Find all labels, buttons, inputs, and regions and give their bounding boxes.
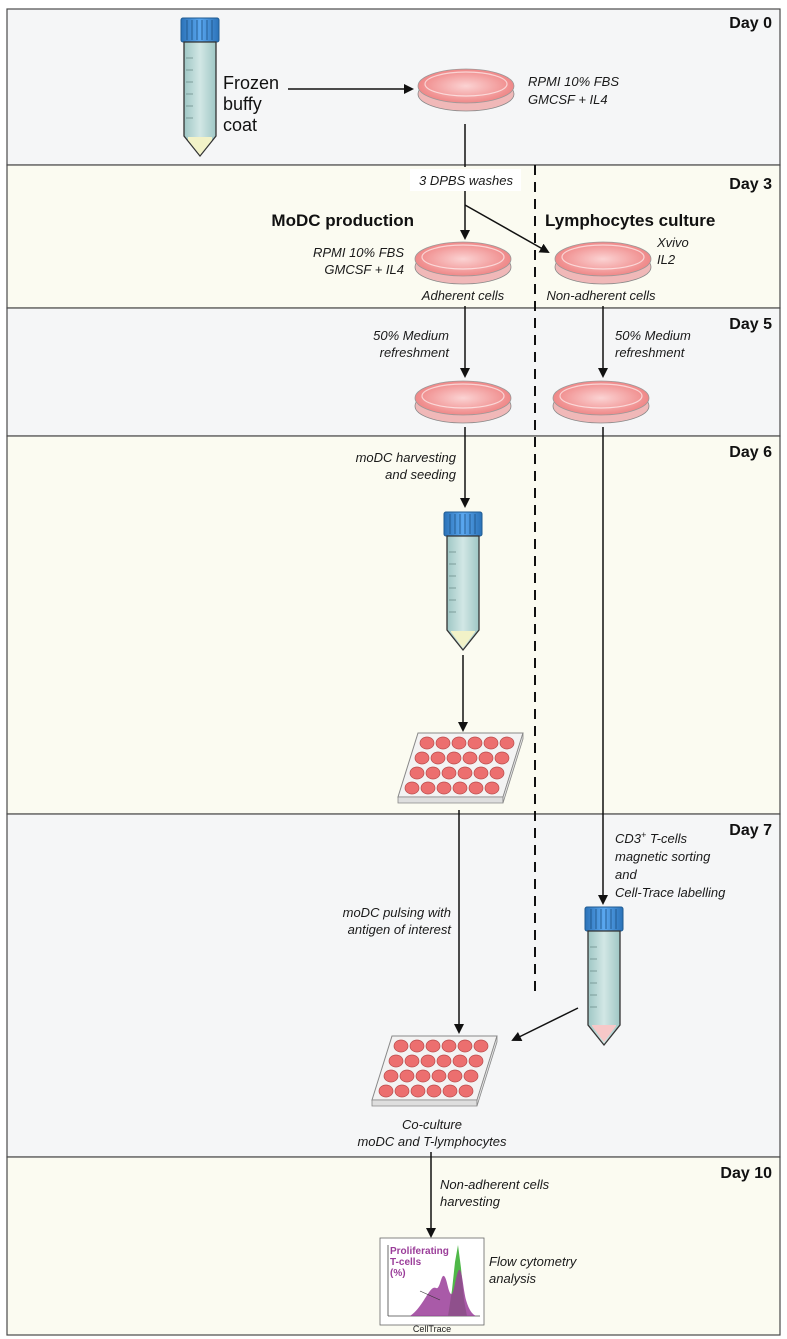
day3-left-medium-1: RPMI 10% FBS bbox=[313, 245, 404, 260]
sort-step-1: CD3+ T-cells bbox=[615, 830, 687, 846]
buffy-coat-label-1: Frozen bbox=[223, 73, 279, 93]
band-day0 bbox=[6, 8, 781, 166]
day0-medium-2: GMCSF + IL4 bbox=[528, 92, 608, 107]
seeding-plate-icon bbox=[397, 732, 524, 804]
day-label-7: Day 7 bbox=[729, 822, 772, 839]
coculture-caption-2: moDC and T-lymphocytes bbox=[357, 1134, 507, 1149]
day5-left-step-2: refreshment bbox=[380, 345, 451, 360]
lymph-dish-day5-icon bbox=[552, 380, 650, 424]
adherent-cells-caption: Adherent cells bbox=[421, 288, 505, 303]
day5-right-step-1: 50% Medium bbox=[615, 328, 691, 343]
sort-step-2: magnetic sorting bbox=[615, 849, 711, 864]
wash-label: 3 DPBS washes bbox=[419, 173, 513, 188]
band-day3 bbox=[6, 164, 781, 309]
day3-right-medium-1: Xvivo bbox=[656, 235, 689, 250]
lymph-dish-icon bbox=[554, 241, 652, 285]
harvest-tube-icon bbox=[443, 511, 483, 651]
non-adherent-cells-caption: Non-adherent cells bbox=[546, 288, 656, 303]
sorted-tcell-tube-icon bbox=[584, 906, 624, 1046]
day3-left-medium-2: GMCSF + IL4 bbox=[324, 262, 404, 277]
band-day6 bbox=[6, 435, 781, 815]
pulse-step-1: moDC pulsing with bbox=[343, 905, 451, 920]
buffy-coat-tube-icon bbox=[180, 17, 220, 157]
day3-right-medium-2: IL2 bbox=[657, 252, 676, 267]
lymphocytes-culture-title: Lymphocytes culture bbox=[545, 211, 715, 230]
day5-left-step-1: 50% Medium bbox=[373, 328, 449, 343]
day6-step-1: moDC harvesting bbox=[356, 450, 457, 465]
analysis-caption-1: Flow cytometry bbox=[489, 1254, 578, 1269]
sort-step-4: Cell-Trace labelling bbox=[615, 885, 726, 900]
coculture-caption-1: Co-culture bbox=[402, 1117, 462, 1132]
histogram-label-1: Proliferating bbox=[390, 1246, 449, 1257]
harvest-step-1: Non-adherent cells bbox=[440, 1177, 550, 1192]
analysis-caption-2: analysis bbox=[489, 1271, 536, 1286]
day-label-5: Day 5 bbox=[729, 316, 772, 333]
petri-dish-icon bbox=[417, 68, 515, 112]
coculture-plate-icon bbox=[371, 1035, 498, 1107]
modc-production-title: MoDC production bbox=[271, 211, 414, 230]
modc-dish-icon bbox=[414, 241, 512, 285]
modc-dish-day5-icon bbox=[414, 380, 512, 424]
histogram-label-2: T-cells bbox=[390, 1257, 422, 1268]
histogram-purple-area bbox=[410, 1269, 476, 1316]
day5-right-step-2: refreshment bbox=[615, 345, 686, 360]
band-day7 bbox=[6, 813, 781, 1158]
day-label-10: Day 10 bbox=[720, 1165, 772, 1182]
day-label-3: Day 3 bbox=[729, 176, 772, 193]
arrow-to-lymph-dish bbox=[464, 204, 550, 253]
buffy-coat-label-3: coat bbox=[223, 115, 257, 135]
harvest-step-2: harvesting bbox=[440, 1194, 501, 1209]
arrow-tcells-to-coculture bbox=[511, 1007, 579, 1041]
sorted-tcell-fill bbox=[592, 1025, 616, 1042]
buffy-coat-fill bbox=[188, 137, 212, 155]
day-label-6: Day 6 bbox=[729, 444, 772, 461]
sort-step-3: and bbox=[615, 867, 637, 882]
wash-label-box bbox=[410, 169, 521, 191]
day6-step-2: and seeding bbox=[385, 467, 457, 482]
harvest-tube-fill bbox=[451, 631, 475, 648]
band-day5 bbox=[6, 307, 781, 437]
histogram-axis-label: CellTrace bbox=[413, 1324, 451, 1334]
flow-histogram: Proliferating T-cells (%) CellTrace bbox=[379, 1237, 485, 1334]
day0-medium-1: RPMI 10% FBS bbox=[528, 74, 619, 89]
day-label-0: Day 0 bbox=[729, 15, 772, 32]
pulse-step-2: antigen of interest bbox=[348, 922, 453, 937]
buffy-coat-label-2: buffy bbox=[223, 94, 262, 114]
histogram-label-3: (%) bbox=[390, 1268, 406, 1279]
